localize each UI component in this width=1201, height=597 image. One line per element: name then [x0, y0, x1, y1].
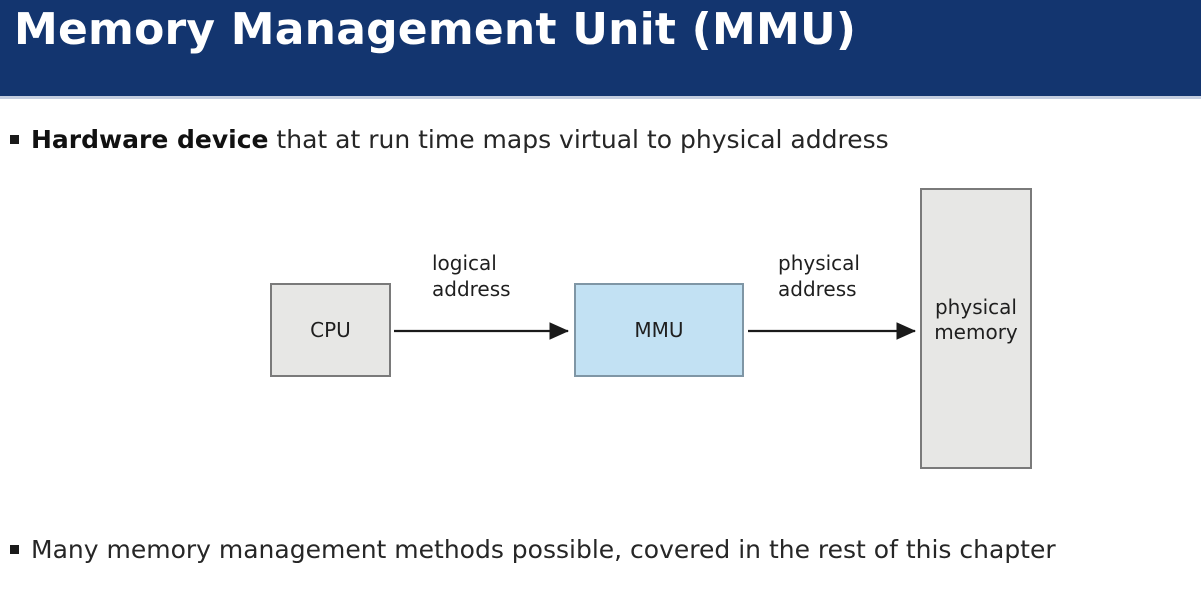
- diagram-node-physical-memory-label: physical memory: [934, 295, 1018, 344]
- page-title: Memory Management Unit (MMU): [14, 4, 857, 55]
- diagram-node-mmu-label: MMU: [634, 317, 684, 342]
- bullet-square-icon: [10, 135, 19, 144]
- bullet-item-memory-methods: Many memory management methods possible,…: [10, 535, 1056, 565]
- edge-label-logical-address: logical address: [432, 251, 511, 301]
- diagram-node-cpu-label: CPU: [310, 317, 351, 342]
- bullet-rest-hardware-device: that at run time maps virtual to physica…: [268, 125, 889, 154]
- title-underline-divider: [0, 96, 1201, 99]
- diagram-node-physical-memory: physical memory: [920, 188, 1032, 469]
- bullet-emphasis-hardware-device: Hardware device: [31, 125, 269, 154]
- slide-title-bar: Memory Management Unit (MMU): [0, 0, 1201, 96]
- diagram-node-mmu: MMU: [574, 283, 744, 377]
- bullet-item-hardware-device: Hardware device that at run time maps vi…: [10, 125, 889, 155]
- bullet-text-memory-methods: Many memory management methods possible,…: [31, 535, 1056, 564]
- edge-label-physical-address: physical address: [778, 251, 860, 301]
- bullet-square-icon: [10, 545, 19, 554]
- diagram-node-cpu: CPU: [270, 283, 391, 377]
- bullet-text-hardware-device: Hardware device that at run time maps vi…: [31, 125, 889, 155]
